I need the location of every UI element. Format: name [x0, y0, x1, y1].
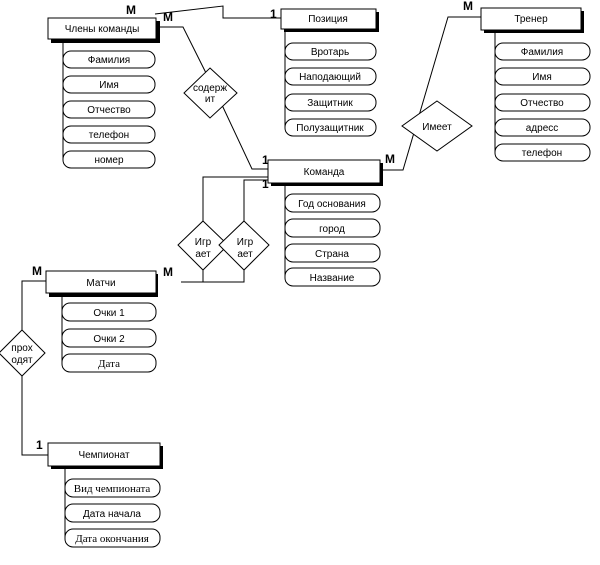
team-members-attributes: Фамилия Имя Отчество телефон номер [62, 50, 156, 169]
entity-position[interactable]: Позиция [280, 8, 379, 32]
svg-text:содерж: содерж [193, 83, 227, 94]
cardinality-coach: М [463, 0, 473, 13]
relationship-plays-2[interactable]: Игр ает [218, 220, 270, 271]
attribute-championship-start: Дата начала [64, 503, 161, 523]
svg-text:Игр: Игр [195, 237, 212, 248]
attribute-team-city: город [284, 218, 381, 238]
cardinality-team-plays: 1 [262, 177, 269, 191]
attribute-coach-phone: телефон [494, 143, 591, 162]
svg-text:Страна: Страна [315, 249, 349, 260]
coach-attributes: Фамилия Имя Отчество адресс телефон [494, 42, 591, 162]
svg-text:ает: ает [237, 249, 253, 260]
svg-text:ит: ит [205, 94, 216, 105]
entity-team[interactable]: Команда [267, 159, 383, 186]
cardinality-members-position: М [126, 3, 136, 17]
attribute-coach-name: Имя [494, 67, 591, 86]
svg-text:телефон: телефон [89, 129, 129, 141]
svg-text:Вротарь: Вротарь [311, 47, 349, 58]
attribute-matches-date: Дата [61, 353, 157, 373]
attribute-coach-surname: Фамилия [494, 42, 591, 61]
entity-coach[interactable]: Тренер [480, 7, 584, 33]
entity-championship[interactable]: Чемпионат [47, 442, 163, 469]
svg-text:Очки 2: Очки 2 [93, 334, 125, 345]
attribute-matches-score1: Очки 1 [61, 302, 157, 322]
svg-text:Фамилия: Фамилия [521, 47, 563, 58]
entity-team-members[interactable]: Члены команды [47, 17, 160, 43]
svg-text:Имя: Имя [99, 80, 118, 91]
attribute-position-forward: Наподающий [284, 67, 377, 86]
attribute-members-name: Имя [62, 75, 156, 94]
svg-text:Отчество: Отчество [87, 105, 131, 116]
attribute-members-surname: Фамилия [62, 50, 156, 69]
cardinality-matches-right: М [163, 265, 173, 279]
svg-text:прох: прох [11, 343, 32, 354]
position-attributes: Вротарь Наподающий Защитник Полузащитник [284, 42, 377, 137]
attribute-team-country: Страна [284, 243, 381, 263]
cardinality-matches-left: М [32, 264, 42, 278]
attribute-members-phone: телефон [62, 125, 156, 144]
attribute-championship-type: Вид чемпионата [64, 478, 161, 498]
cardinality-team-contains: 1 [262, 153, 269, 167]
svg-text:Наподающий: Наподающий [299, 72, 361, 83]
team-attributes: Год основания город Страна Название [284, 193, 381, 287]
entity-team-members-title: Члены команды [65, 24, 140, 35]
svg-text:Год основания: Год основания [298, 199, 366, 210]
attribute-members-number: номер [62, 150, 156, 169]
championship-attributes: Вид чемпионата Дата начала Дата окончани… [64, 478, 161, 548]
cardinality-team-has: М [385, 152, 395, 166]
relationship-has[interactable]: Имеет [401, 100, 473, 152]
cardinality-labels: М 1 М М М 1 1 М М 1 [32, 0, 473, 452]
svg-text:Вид чемпионата: Вид чемпионата [74, 483, 151, 495]
svg-text:номер: номер [94, 155, 124, 166]
svg-text:Игр: Игр [237, 237, 254, 248]
attribute-team-founded: Год основания [284, 193, 381, 213]
entity-position-title: Позиция [308, 14, 348, 25]
attribute-team-name: Название [284, 267, 381, 287]
attribute-coach-address: адресс [494, 118, 591, 137]
svg-text:адресс: адресс [526, 123, 559, 134]
relationship-held-in[interactable]: прох одят [0, 329, 46, 377]
entity-matches[interactable]: Матчи [45, 270, 158, 297]
svg-text:город: город [319, 224, 345, 235]
svg-text:Название: Название [310, 273, 355, 284]
attribute-matches-score2: Очки 2 [61, 328, 157, 348]
relationship-plays-1[interactable]: Игр ает [177, 220, 229, 271]
attribute-championship-end: Дата окончания [64, 528, 161, 548]
matches-attributes: Очки 1 Очки 2 Дата [61, 302, 157, 373]
svg-text:Имеет: Имеет [422, 122, 452, 133]
svg-text:Дата начала: Дата начала [83, 509, 141, 520]
svg-text:одят: одят [11, 355, 33, 366]
svg-text:Дата окончания: Дата окончания [75, 533, 149, 545]
entity-championship-title: Чемпионат [78, 450, 130, 461]
relationship-contains[interactable]: содерж ит [183, 67, 238, 119]
cardinality-members-contains: М [163, 10, 173, 24]
svg-text:Отчество: Отчество [520, 98, 564, 109]
attribute-position-goalkeeper: Вротарь [284, 42, 377, 61]
entity-matches-title: Матчи [86, 278, 115, 289]
attribute-members-patronymic: Отчество [62, 100, 156, 119]
attribute-position-midfielder: Полузащитник [284, 118, 377, 137]
attribute-coach-patronymic: Отчество [494, 93, 591, 112]
svg-text:Защитник: Защитник [307, 98, 353, 109]
entity-coach-title: Тренер [514, 14, 548, 25]
svg-text:Очки 1: Очки 1 [93, 308, 125, 319]
svg-text:Полузащитник: Полузащитник [296, 123, 364, 134]
svg-text:Дата: Дата [98, 358, 120, 370]
entity-team-title: Команда [304, 167, 345, 178]
cardinality-championship: 1 [36, 438, 43, 452]
svg-text:Имя: Имя [532, 72, 551, 83]
svg-text:ает: ает [195, 249, 211, 260]
attribute-position-defender: Защитник [284, 93, 377, 112]
svg-text:Фамилия: Фамилия [88, 55, 130, 66]
svg-text:телефон: телефон [522, 147, 562, 159]
cardinality-position: 1 [270, 7, 277, 21]
